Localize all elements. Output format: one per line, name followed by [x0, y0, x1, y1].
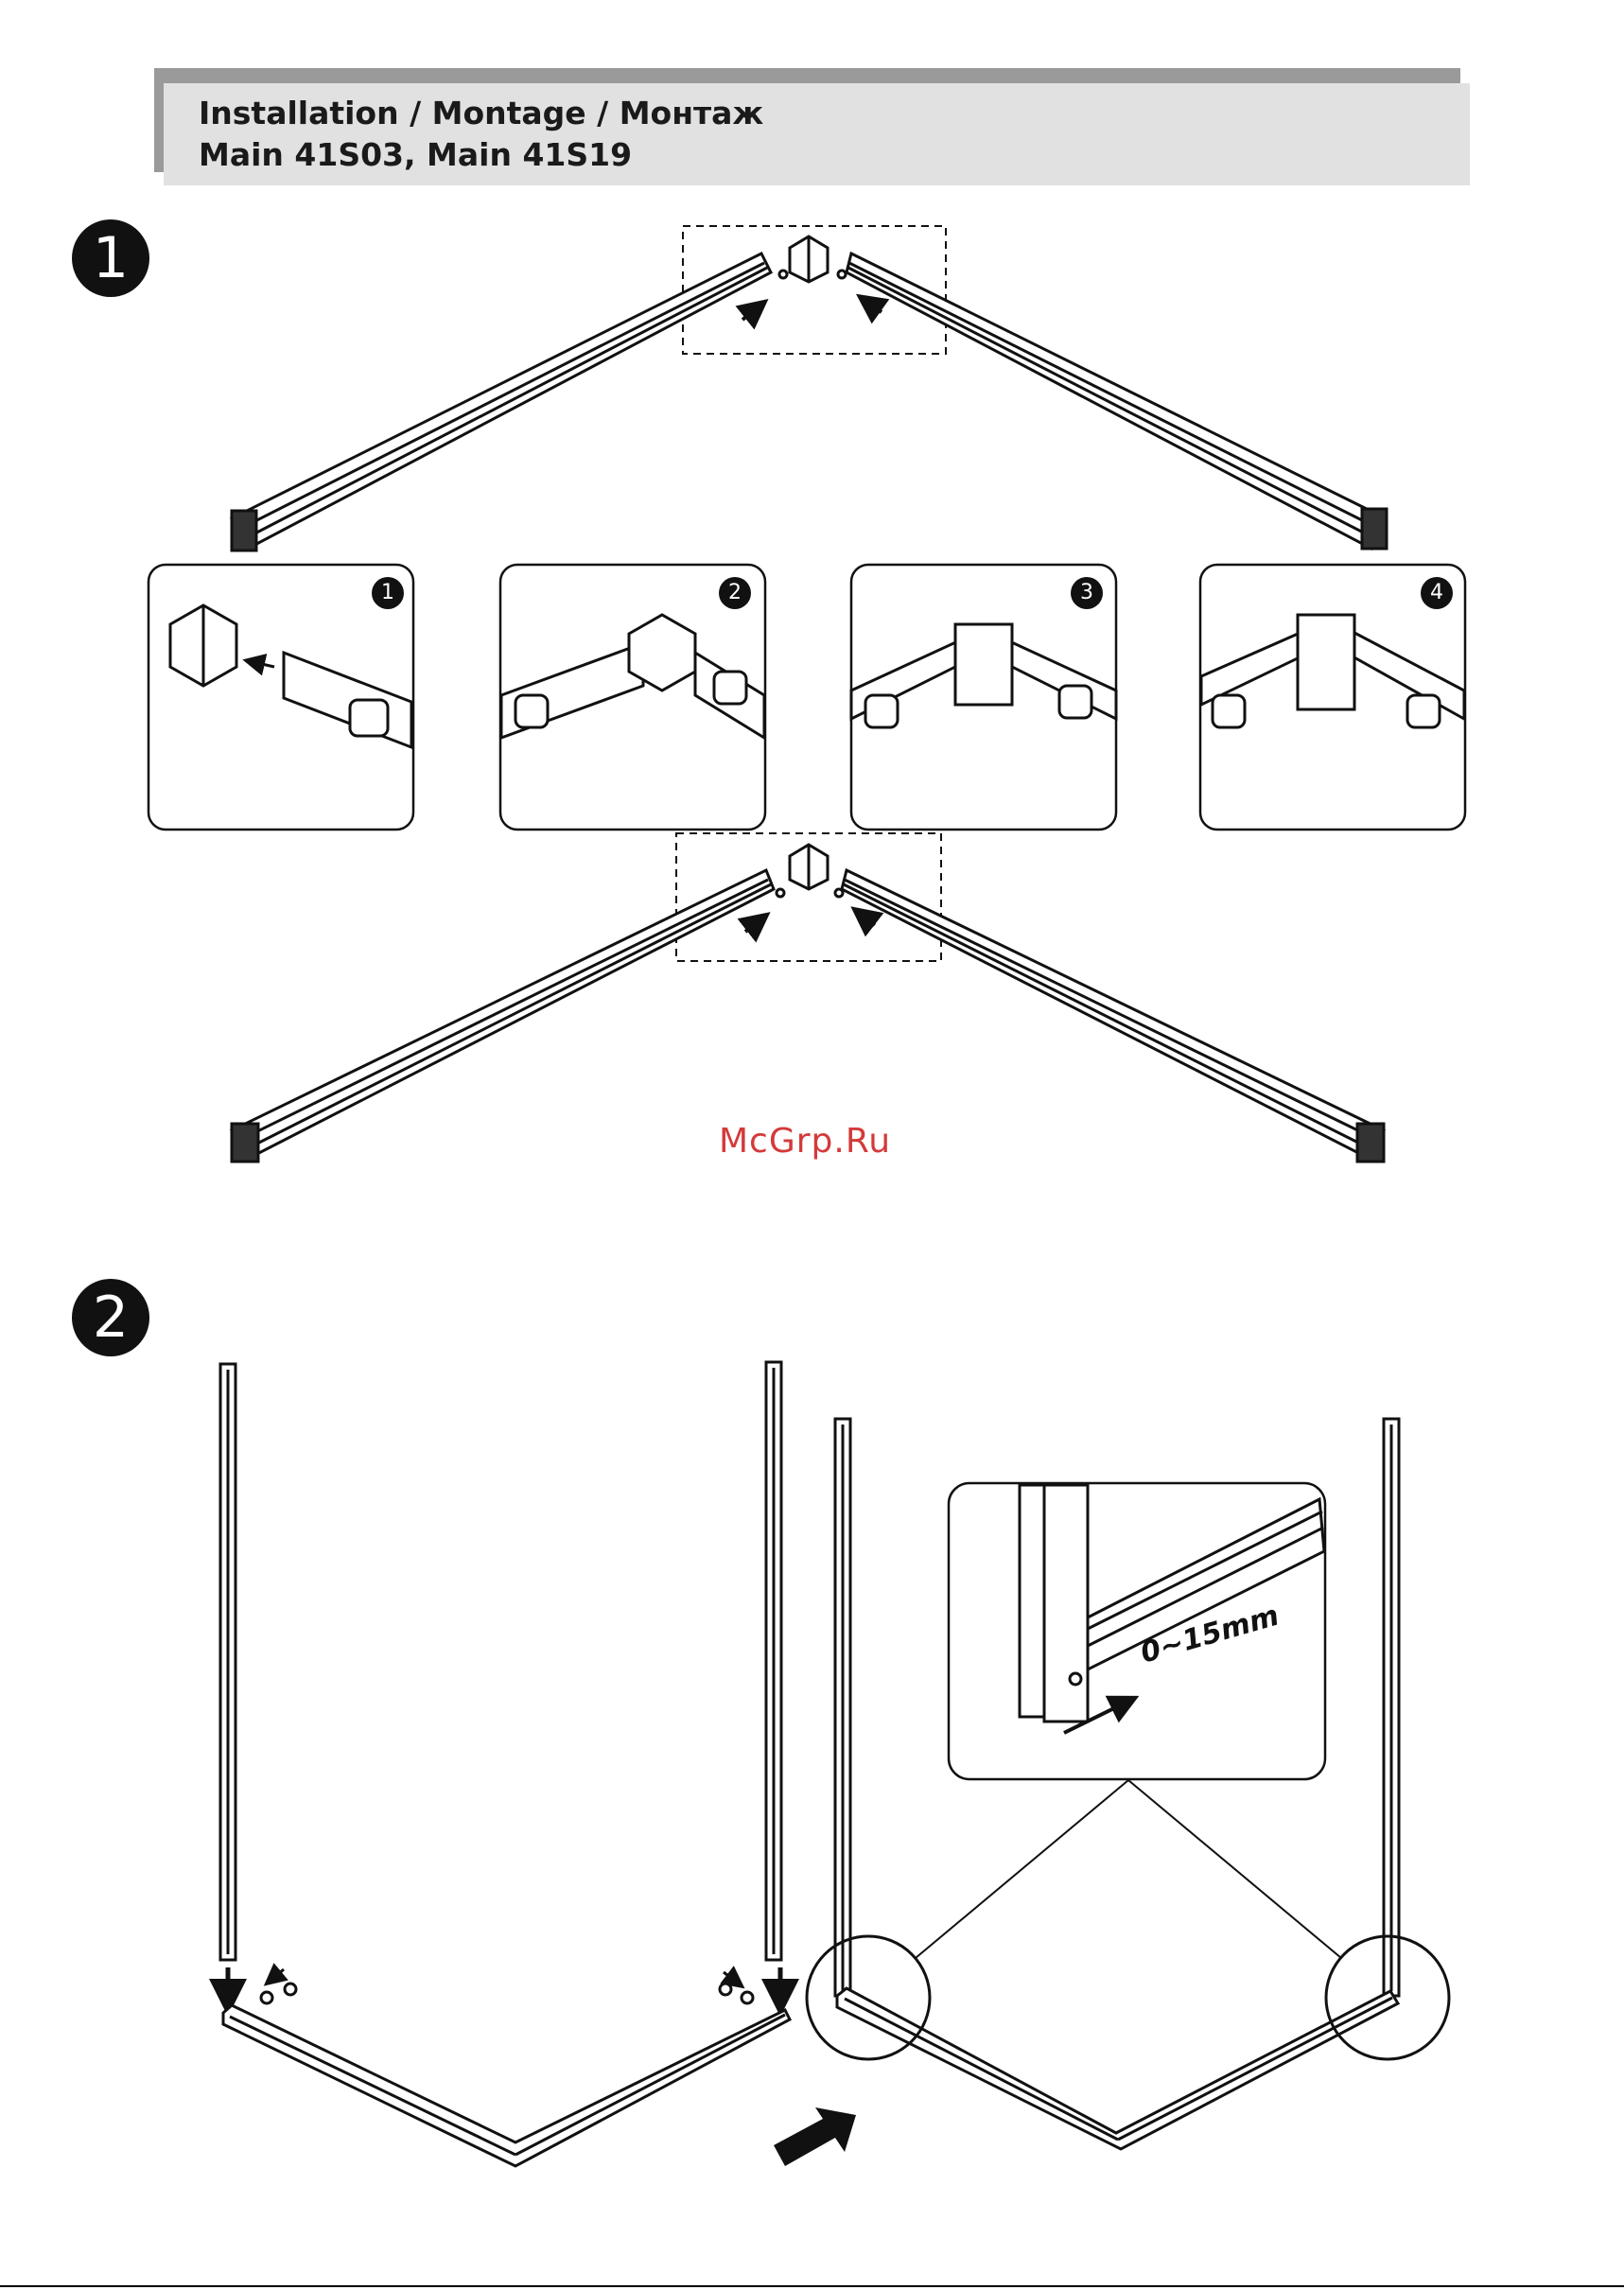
- left-rail: [232, 253, 771, 551]
- zoom-circle-left: [807, 1936, 930, 2059]
- watermark: McGrp.Ru: [719, 1122, 917, 1161]
- substep-1-badge: 1: [372, 577, 404, 609]
- substep-4-badge: 4: [1421, 577, 1453, 609]
- right-rail: [847, 253, 1387, 549]
- step2-assembled: [807, 1419, 1449, 2149]
- base-frame: [223, 2005, 790, 2166]
- corner-connector: [779, 236, 846, 282]
- bottom-right-rail: [842, 870, 1384, 1162]
- step1-top-assembly: [232, 226, 1387, 551]
- assembled-base: [837, 1988, 1398, 2149]
- bottom-corner-connector: [777, 845, 843, 897]
- step1-bottom-assembly: [232, 833, 1384, 1162]
- bottom-left-rail: [232, 870, 774, 1162]
- transition-arrow: [774, 2107, 856, 2166]
- substep-3-badge: 3: [1071, 577, 1103, 609]
- substep-2-badge: 2: [719, 577, 751, 609]
- page-bottom-rule: [0, 2285, 1624, 2287]
- step2-exploded: [220, 1362, 790, 2166]
